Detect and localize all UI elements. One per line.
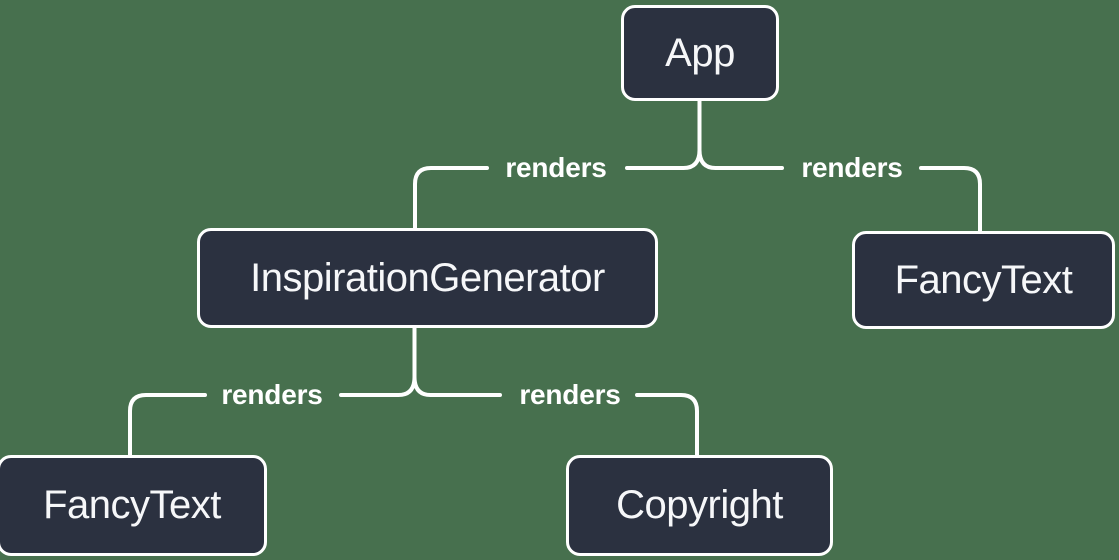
- node-copyright: Copyright: [566, 455, 833, 556]
- connector-inspirationgenerator-to-fancytext: [128, 393, 207, 458]
- edge-label-inspirationgenerator-fancytext: renders: [221, 379, 323, 410]
- edge-label-inspirationgenerator-copyright: renders: [519, 379, 621, 410]
- connector-app-to-fancytext: [919, 166, 982, 235]
- node-fancy-text-bottom: FancyText: [0, 455, 267, 556]
- connector-app-fork: [625, 99, 784, 170]
- connector-inspirationgenerator-fork: [339, 324, 502, 397]
- connector-app-to-inspirationgenerator: [413, 166, 489, 231]
- edge-label-app-inspirationgenerator: renders: [505, 152, 607, 183]
- edge-label-app-fancytext: renders: [801, 152, 903, 183]
- node-app: App: [621, 5, 779, 101]
- node-fancy-text-top: FancyText: [852, 231, 1115, 329]
- node-inspiration-generator: InspirationGenerator: [197, 228, 658, 328]
- connector-inspirationgenerator-to-copyright: [635, 393, 699, 458]
